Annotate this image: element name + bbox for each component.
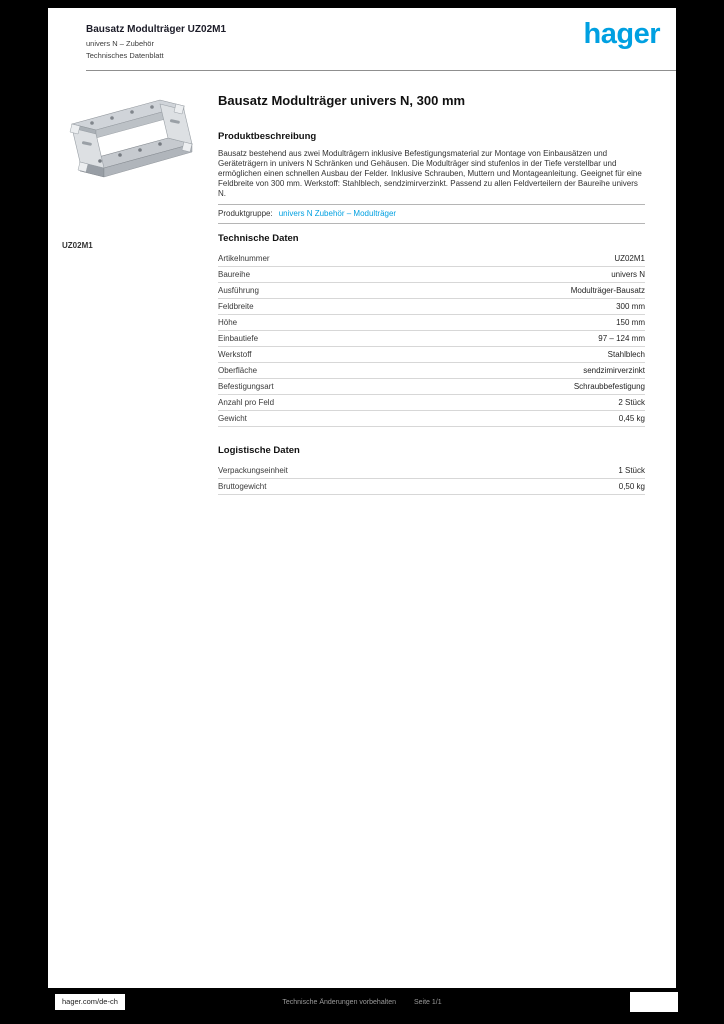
hager-logo: hager	[583, 18, 661, 50]
row-value: 300 mm	[616, 301, 645, 311]
row-label: Werkstoff	[218, 349, 252, 359]
table-row: Verpackungseinheit 1 Stück	[218, 463, 645, 479]
table-row: Bruttogewicht 0,50 kg	[218, 479, 645, 495]
logistics-table: Verpackungseinheit 1 Stück Bruttogewicht…	[218, 463, 645, 495]
footer-right-box	[630, 992, 678, 1012]
row-value: 1 Stück	[618, 465, 645, 475]
table-row: Höhe 150 mm	[218, 315, 645, 331]
header-divider	[86, 70, 676, 71]
row-label: Oberfläche	[218, 365, 258, 375]
row-value: 2 Stück	[618, 397, 645, 407]
row-value: 0,50 kg	[618, 481, 645, 491]
footer-center-text: Technische Änderungen vorbehalten Seite …	[0, 999, 724, 1006]
row-label: Artikelnummer	[218, 253, 270, 263]
document-page: Bausatz Modulträger UZ02M1 univers N – Z…	[48, 8, 676, 988]
tech-data-heading: Technische Daten	[218, 232, 299, 244]
footer-disclaimer: Technische Änderungen vorbehalten	[282, 999, 396, 1006]
row-label: Ausführung	[218, 285, 259, 295]
row-value: 97 – 124 mm	[598, 333, 645, 343]
row-label: Höhe	[218, 317, 238, 327]
row-label: Feldbreite	[218, 301, 254, 311]
header-document-type: Technisches Datenblatt	[86, 51, 164, 60]
table-row: Ausführung Modulträger-Bausatz	[218, 283, 645, 299]
product-photo-illustration	[69, 99, 194, 178]
row-value: Schraubbefestigung	[573, 381, 645, 391]
table-row: Baureihe univers N	[218, 267, 645, 283]
header-product-block: Bausatz Modulträger UZ02M1 univers N – Z…	[86, 24, 226, 60]
row-value: 150 mm	[616, 317, 645, 327]
header-product-range: univers N – Zubehör	[86, 39, 154, 48]
footer-website-link: hager.com/de-ch	[55, 994, 125, 1010]
table-row: Werkstoff Stahlblech	[218, 347, 645, 363]
product-photo	[60, 90, 208, 186]
header-product-title: Bausatz Modulträger UZ02M1	[86, 24, 227, 35]
row-value: univers N	[611, 269, 645, 279]
table-row: Einbautiefe 97 – 124 mm	[218, 331, 645, 347]
footer-page-indicator: Seite 1/1	[414, 999, 442, 1006]
table-row: Artikelnummer UZ02M1	[218, 251, 645, 267]
row-value: Stahlblech	[607, 349, 645, 359]
logistics-heading: Logistische Daten	[218, 444, 300, 456]
photo-caption: UZ02M1	[62, 241, 93, 250]
section-divider	[218, 203, 645, 205]
row-value: UZ02M1	[614, 253, 645, 263]
row-value: 0,45 kg	[618, 413, 645, 423]
row-label: Befestigungsart	[218, 381, 274, 391]
description-heading: Produktbeschreibung	[218, 130, 317, 142]
product-group-row: Produktgruppe: univers N Zubehör – Modul…	[218, 205, 645, 224]
table-row: Feldbreite 300 mm	[218, 299, 645, 315]
product-group-link[interactable]: univers N Zubehör – Modulträger	[278, 208, 397, 218]
tech-data-table: Artikelnummer UZ02M1 Baureihe univers N …	[218, 251, 645, 427]
row-label: Baureihe	[218, 269, 251, 279]
row-label: Gewicht	[218, 413, 247, 423]
description-text: Bausatz bestehend aus zwei Modulträgern …	[218, 148, 642, 198]
row-label: Einbautiefe	[218, 333, 259, 343]
table-row: Oberfläche sendzimirverzinkt	[218, 363, 645, 379]
page-title: Bausatz Modulträger univers N, 300 mm	[218, 93, 466, 108]
row-label: Bruttogewicht	[218, 481, 267, 491]
table-row: Anzahl pro Feld 2 Stück	[218, 395, 645, 411]
table-row: Befestigungsart Schraubbefestigung	[218, 379, 645, 395]
row-value: Modulträger-Bausatz	[570, 285, 645, 295]
table-row: Gewicht 0,45 kg	[218, 411, 645, 427]
product-group-label: Produktgruppe:	[218, 208, 273, 218]
row-label: Verpackungseinheit	[218, 465, 288, 475]
main-content: Bausatz Modulträger univers N, 300 mm Pr…	[218, 93, 645, 513]
row-value: sendzimirverzinkt	[583, 365, 645, 375]
row-label: Anzahl pro Feld	[218, 397, 275, 407]
